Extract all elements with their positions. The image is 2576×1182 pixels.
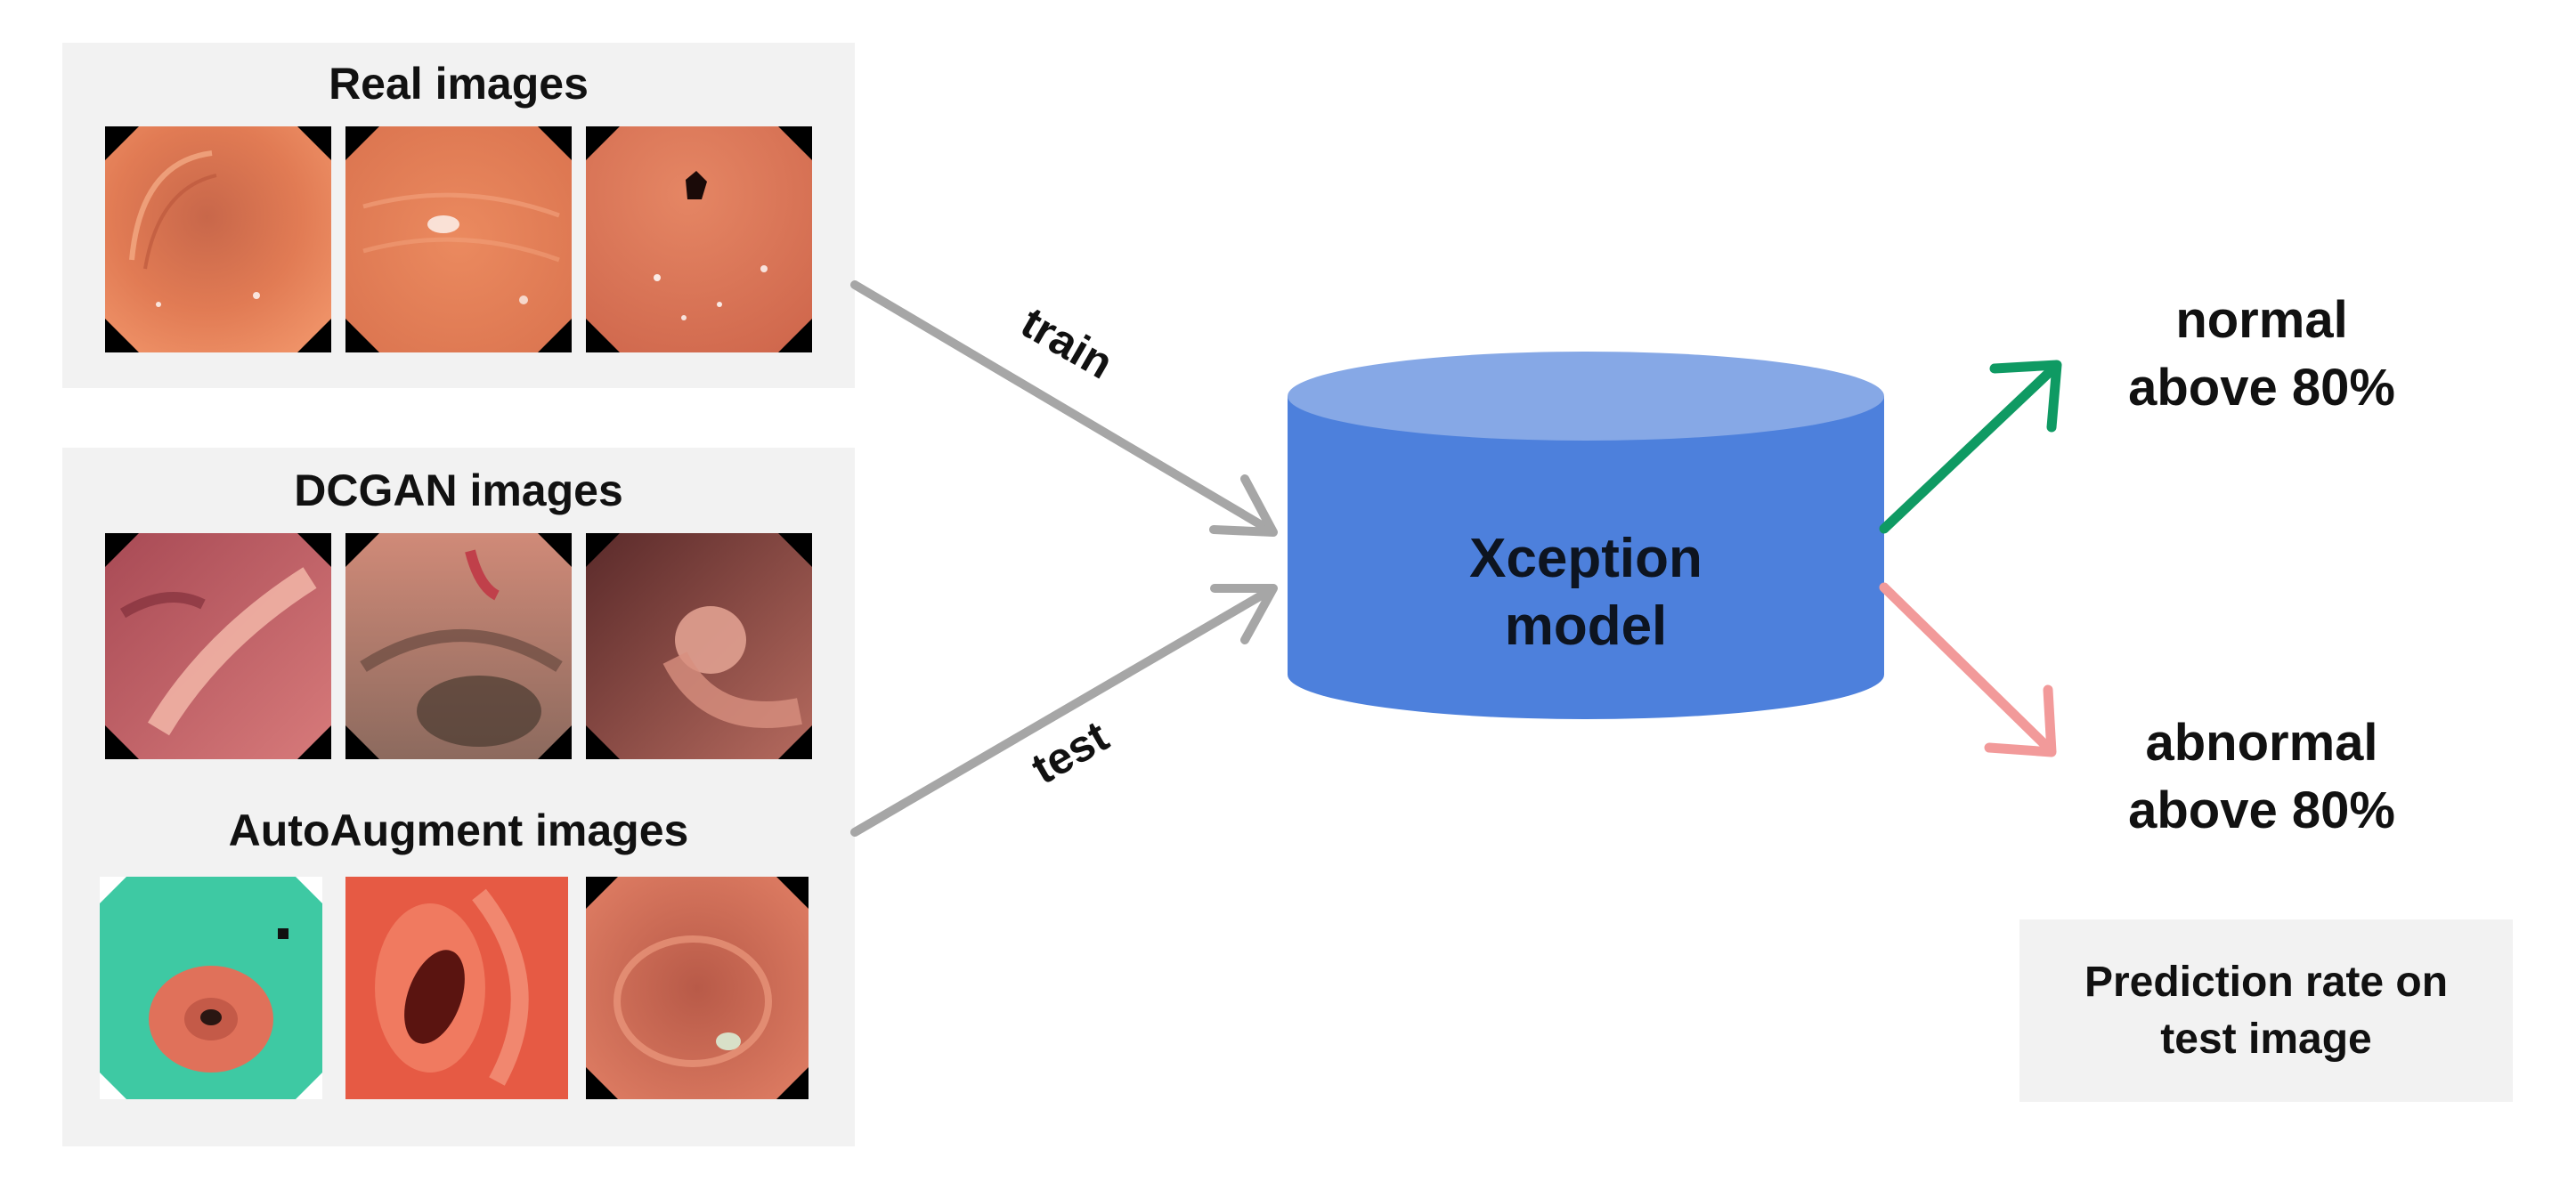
prediction-rate-line2: test image	[2160, 1015, 2372, 1063]
dcgan-image-2	[345, 533, 572, 759]
normal-outcome-line2: above 80%	[2128, 359, 2395, 417]
real-images-panel: Real images	[62, 43, 855, 388]
autoaugment-image-1	[100, 877, 322, 1099]
test-arrow	[850, 584, 1278, 837]
prediction-rate-line1: Prediction rate on	[2084, 958, 2449, 1006]
synthetic-images-panel: DCGAN images	[62, 448, 855, 1146]
autoaugment-image-2	[345, 877, 568, 1099]
normal-outcome-line1: normal	[2175, 291, 2348, 349]
autoaugment-image-3	[586, 877, 809, 1099]
model-label-line1: Xception	[1469, 528, 1702, 589]
dcgan-image-1	[105, 533, 331, 759]
dcgan-image-3	[586, 533, 812, 759]
abnormal-outcome-line1: abnormal	[2145, 714, 2378, 772]
real-image-3	[586, 126, 812, 352]
real-images-title: Real images	[329, 59, 589, 109]
abnormal-arrow	[1879, 582, 2057, 757]
real-image-2	[345, 126, 572, 352]
prediction-rate-box: Prediction rate on test image	[2019, 919, 2513, 1102]
train-label: train	[1013, 297, 1122, 389]
xception-model-cylinder	[1288, 352, 1884, 719]
normal-outcome: normal above 80%	[2030, 287, 2493, 422]
autoaugment-images-title: AutoAugment images	[228, 806, 689, 855]
normal-arrow	[1879, 360, 2062, 534]
dcgan-images-title: DCGAN images	[294, 466, 623, 515]
real-image-1	[105, 126, 331, 352]
abnormal-outcome-line2: above 80%	[2128, 781, 2395, 839]
train-arrow	[850, 280, 1278, 537]
model-label-line2: model	[1504, 595, 1668, 657]
model-label: Xception model	[1288, 525, 1884, 660]
abnormal-outcome: abnormal above 80%	[2030, 709, 2493, 845]
